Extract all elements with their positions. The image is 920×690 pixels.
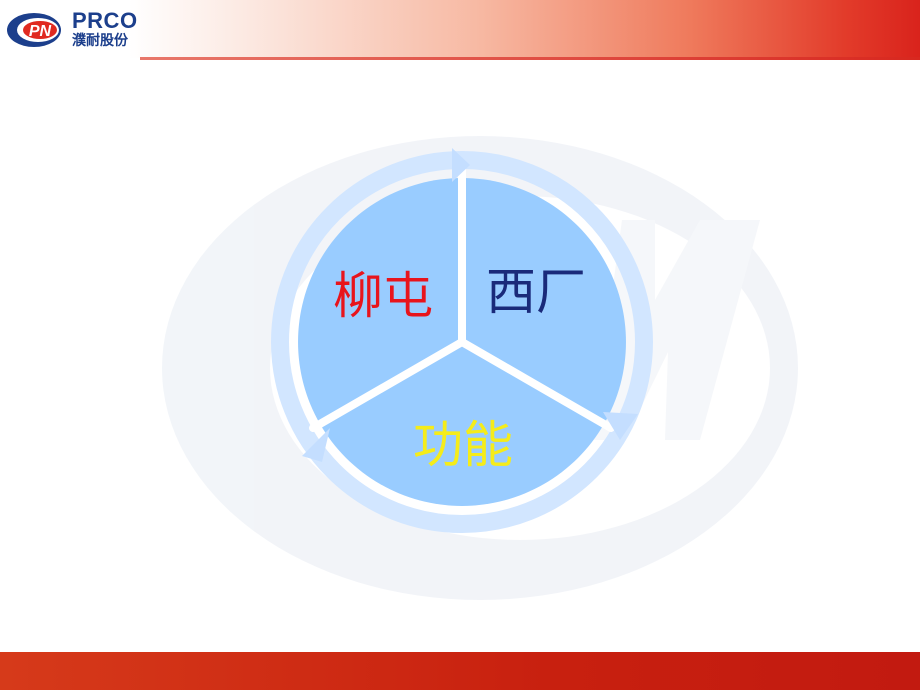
logo-name: PRCO	[72, 8, 138, 33]
segment-dividers	[309, 166, 615, 432]
logo-subtitle: 濮耐股份	[72, 33, 128, 49]
segment-label-xichang: 西厂	[486, 263, 586, 321]
segment-label-liutun: 柳屯	[333, 267, 433, 325]
logo-mark-text: PN	[29, 23, 52, 40]
arrow-right-icon	[603, 412, 638, 440]
arrow-left-icon	[302, 428, 330, 462]
segment-label-gongneng: 功能	[413, 416, 513, 474]
header-divider	[140, 57, 920, 60]
company-logo: PN PRCO 濮耐股份	[6, 8, 156, 52]
segment-bottom	[320, 342, 604, 506]
arrow-top-icon	[452, 148, 470, 182]
footer-bar	[0, 652, 920, 690]
header-bar	[0, 0, 920, 58]
logo-mark-icon: PN	[7, 13, 61, 47]
